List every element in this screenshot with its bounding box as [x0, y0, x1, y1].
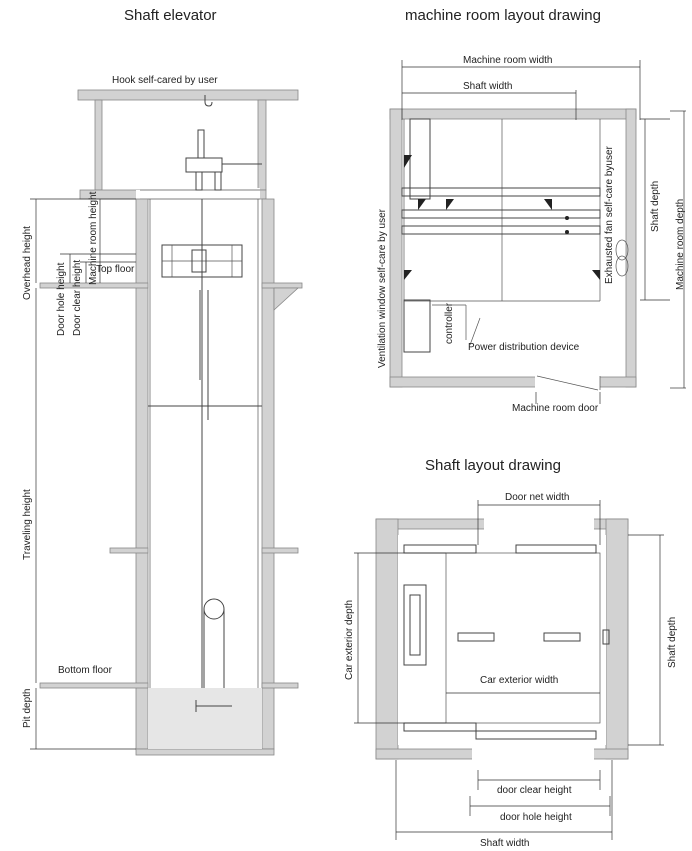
top-floor-label: Top floor [96, 264, 135, 275]
shaft-width-label: Shaft width [480, 838, 529, 849]
door-hole-height-label: Door hole height [56, 262, 67, 336]
machine-room-width-label: Machine room width [463, 55, 552, 66]
hook-label: Hook self-cared by user [112, 75, 218, 86]
door-clear-height-plan-label: door clear height [497, 785, 572, 796]
traveling-height-label: Traveling height [22, 489, 33, 560]
door-hole-height-plan-label: door hole height [500, 812, 572, 823]
machine-room-height-label: Machine room height [88, 191, 99, 285]
shaft-elevator-section [30, 89, 303, 756]
ventilation-window-label: Ventilation window self-care by user [377, 208, 388, 368]
car-exterior-depth-label: Car exterior depth [344, 600, 355, 680]
machine-room-door-label: Machine room door [512, 403, 599, 414]
shaft-elevator-title: Shaft elevator [124, 7, 217, 24]
pit-depth-label: Pit depth [22, 689, 33, 728]
shaft-depth-label: Shaft depth [667, 617, 678, 668]
machine-room-plan [389, 60, 686, 404]
machine-shaft-width-label: Shaft width [463, 81, 512, 92]
door-clear-height-label: Door clear height [72, 260, 83, 336]
exhaust-fan-label: Exhausted fan self-care byuser [604, 145, 615, 284]
drawing-labels: Hook self-cared by user Overhead height … [22, 55, 686, 849]
power-distribution-label: Power distribution device [468, 342, 580, 353]
machine-shaft-depth-label: Shaft depth [650, 181, 661, 232]
shaft-layout-title: Shaft layout drawing [425, 457, 561, 474]
machine-room-depth-label: Machine room depth [675, 199, 686, 290]
bottom-floor-label: Bottom floor [58, 665, 113, 676]
controller-label: controller [444, 302, 455, 344]
car-exterior-width-label: Car exterior width [480, 675, 558, 686]
overhead-height-label: Overhead height [22, 226, 33, 300]
shaft-layout-plan [354, 500, 664, 840]
machine-room-title: machine room layout drawing [405, 7, 601, 24]
door-net-width-label: Door net width [505, 492, 569, 503]
